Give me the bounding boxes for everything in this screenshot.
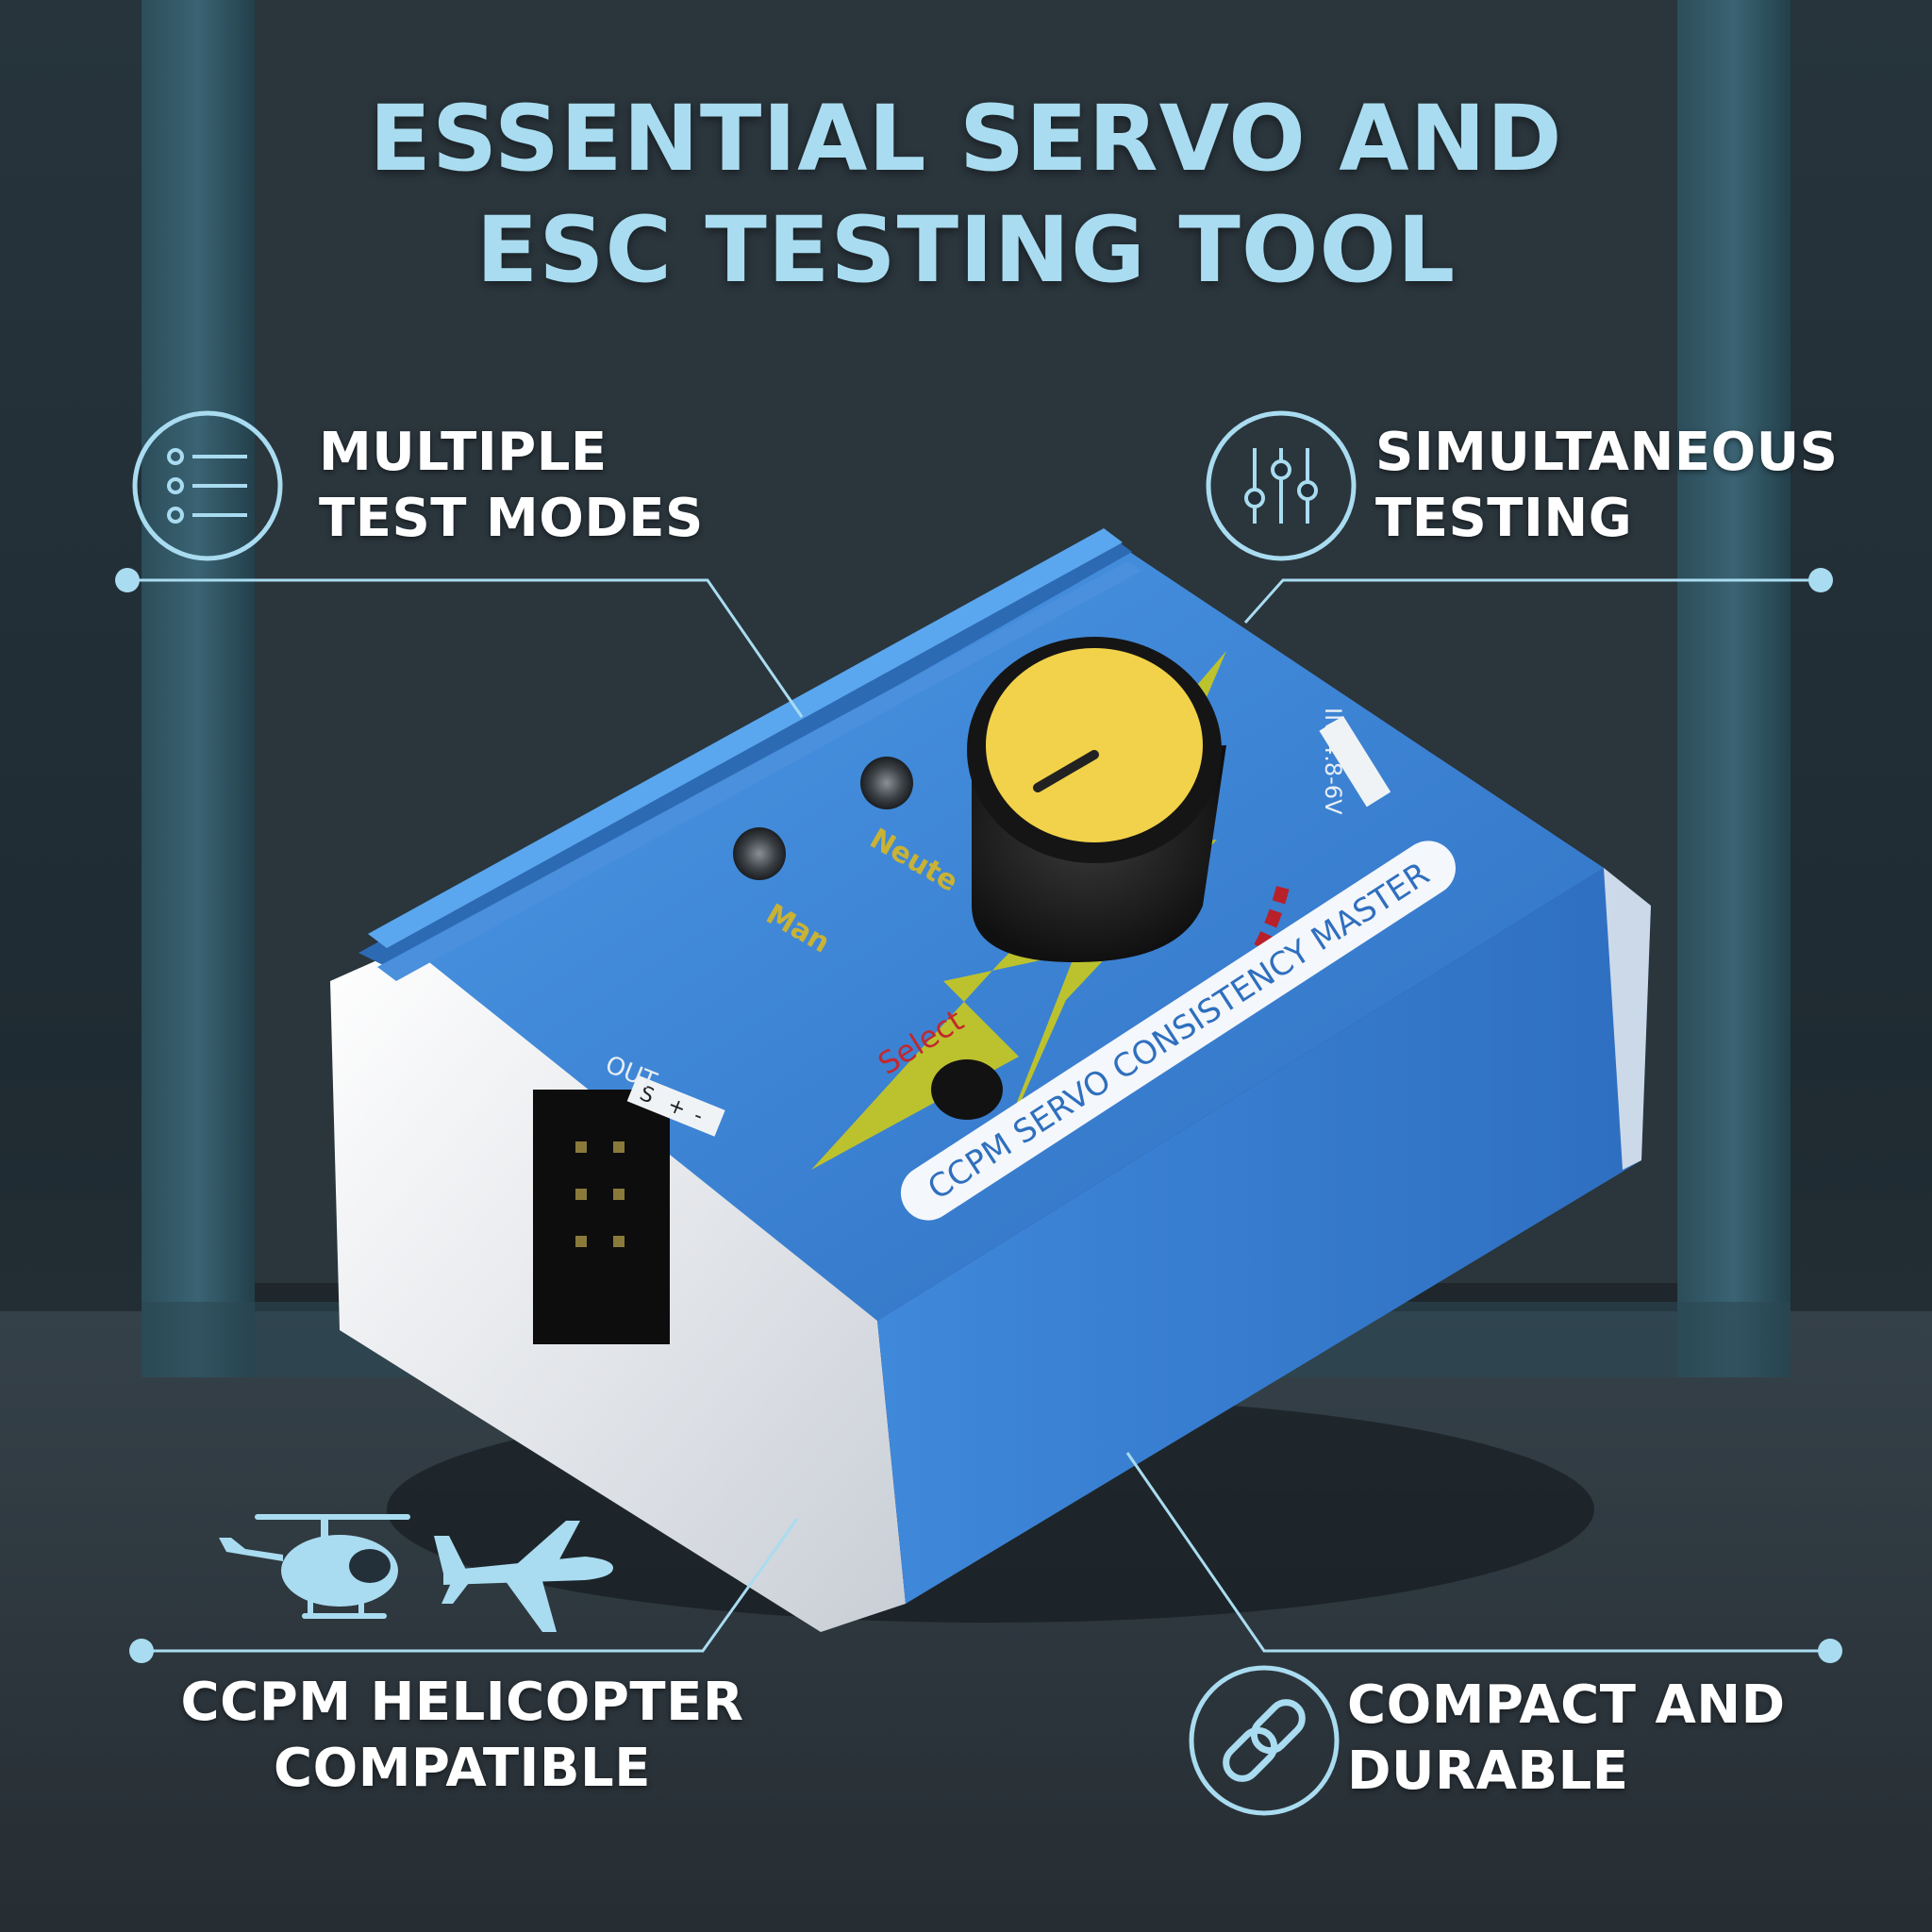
- output-pins: [575, 1141, 625, 1247]
- pin: [613, 1141, 625, 1153]
- callout-line-simultaneous: [1243, 578, 1821, 624]
- pin: [613, 1236, 625, 1247]
- feature-line-2: TEST MODES: [319, 488, 704, 549]
- callout-dot: [1818, 1639, 1842, 1663]
- feature-line-2: TESTING: [1375, 488, 1633, 549]
- device-front-face: [877, 868, 1651, 1604]
- output-connector[interactable]: [533, 1090, 670, 1344]
- feature-line-1: SIMULTANEOUS: [1375, 422, 1839, 483]
- input-pin-label: [1319, 715, 1391, 808]
- sliders-icon: [1206, 410, 1357, 561]
- headline-line-2: ESC TESTING TOOL: [475, 197, 1457, 303]
- feature-compact-durable: COMPACT AND DURABLE: [1347, 1673, 1786, 1805]
- right-pillar: [1677, 0, 1790, 1377]
- callout-lines: [127, 578, 1830, 1653]
- rib-3: [377, 561, 1141, 981]
- pin: [575, 1141, 587, 1153]
- feature-line-2: DURABLE: [1347, 1740, 1629, 1802]
- left-pillar: [142, 0, 255, 1377]
- knob-cap: [986, 648, 1203, 842]
- feature-simultaneous-testing: SIMULTANEOUS TESTING: [1375, 420, 1839, 552]
- callout-dot: [115, 568, 140, 592]
- output-pin-label: S + -: [626, 1074, 725, 1137]
- label-strip-background: [900, 841, 1456, 1221]
- potentiometer-knob[interactable]: [967, 637, 1226, 962]
- pin: [613, 1189, 625, 1200]
- helicopter-icon: [219, 1514, 410, 1619]
- feature-line-1: CCPM HELICOPTER: [180, 1672, 744, 1733]
- led-manual: [733, 827, 786, 880]
- headline-line-1: ESSENTIAL SERVO AND: [369, 86, 1563, 192]
- device-right-edge: [1604, 868, 1651, 1170]
- rib-2: [368, 528, 1123, 948]
- list-icon: [132, 410, 283, 561]
- chain-link-icon: [1189, 1665, 1340, 1816]
- callout-dot: [129, 1639, 154, 1663]
- led-neutral: [860, 757, 913, 809]
- airplane-icon: [434, 1521, 613, 1632]
- callout-line-test-modes: [127, 578, 804, 718]
- feature-multiple-test-modes: MULTIPLE TEST MODES: [319, 420, 704, 552]
- pin: [575, 1189, 587, 1200]
- pin: [575, 1236, 587, 1247]
- callout-dot: [1808, 568, 1833, 592]
- knob-indicator: [1033, 750, 1099, 792]
- callout-line-durable: [1125, 1452, 1830, 1653]
- feature-line-2: COMPATIBLE: [274, 1738, 651, 1799]
- feature-ccpm-helicopter: CCPM HELICOPTER COMPATIBLE: [151, 1670, 774, 1802]
- servo-tester-device: Man Neute Select CCPM SERVO CONSISTENCY …: [330, 528, 1651, 1632]
- callout-dots: [115, 568, 1842, 1663]
- select-button[interactable]: [931, 1059, 1003, 1120]
- feature-line-1: COMPACT AND: [1347, 1674, 1786, 1736]
- rib-1: [358, 538, 1132, 972]
- output-pin-label-bg: [626, 1074, 725, 1137]
- feature-line-1: MULTIPLE: [319, 422, 608, 483]
- callout-line-helicopter: [142, 1518, 799, 1653]
